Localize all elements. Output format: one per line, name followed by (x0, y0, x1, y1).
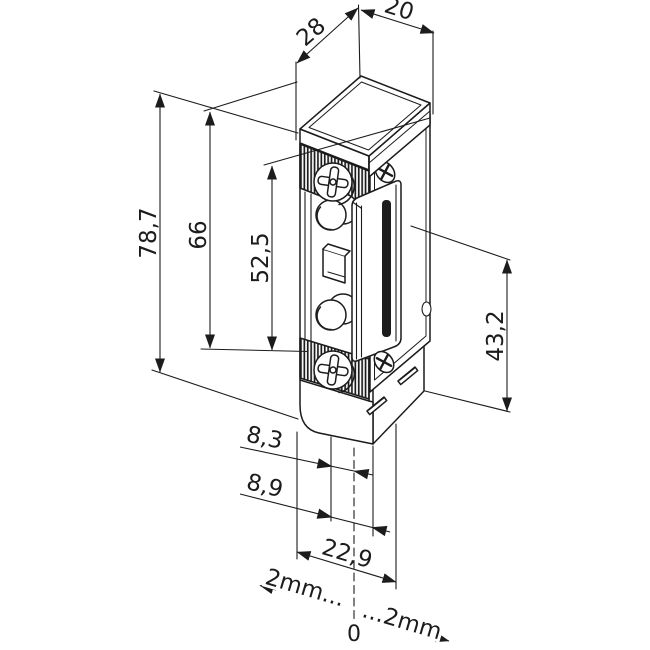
dim-label-height-body: 66 (186, 220, 212, 249)
dim-label-adjust-right: ...2mm (359, 597, 444, 645)
top-cap (299, 75, 431, 178)
mounting-slot-upper (397, 366, 419, 386)
latch-jaw-bottom (315, 293, 359, 331)
strike-body (299, 75, 432, 445)
dim-label-offset-a: 8,3 (244, 422, 285, 455)
dim-label-adjust-left: 2mm... (262, 564, 347, 612)
dim-label-offset-b: 8,9 (244, 469, 286, 503)
dim-label-depth-bottom: 22,9 (319, 534, 376, 574)
faceplate-window (351, 180, 402, 362)
dim-label-height-lower: 43,2 (483, 310, 509, 361)
keeper-block (322, 243, 351, 284)
phillips-screw-bottom (373, 350, 395, 374)
dim-label-depth-top: 28 (292, 13, 331, 52)
dimension-lines (155, 7, 512, 643)
torx-screw-bottom (313, 350, 355, 394)
dim-label-width-top: 20 (381, 0, 417, 26)
dim-label-height-keeper: 52,5 (248, 232, 274, 283)
dim-label-height-total: 78,7 (136, 207, 162, 258)
bottom-box-top-edge (299, 379, 370, 402)
extension-lines (151, 4, 511, 622)
latch-jaw-top (315, 193, 359, 231)
dim-label-adjust-zero: 0 (347, 622, 361, 647)
torx-screw-top (313, 162, 355, 206)
mounting-slot-lower (366, 396, 388, 416)
faceplate-edge-tab (421, 301, 432, 317)
